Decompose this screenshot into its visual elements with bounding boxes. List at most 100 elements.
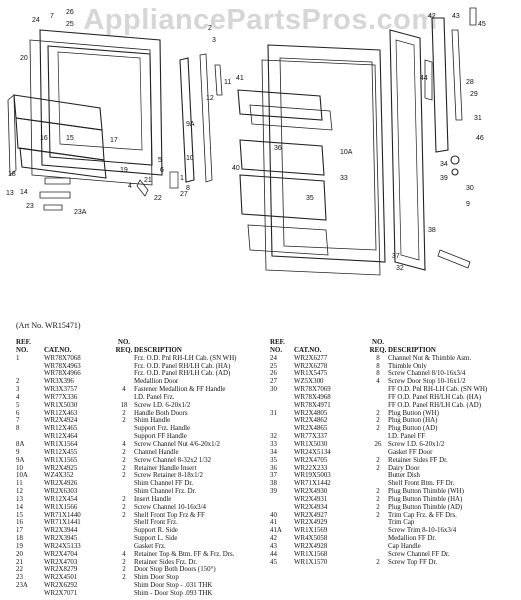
ref-no: 16 [16, 519, 23, 527]
description: Screw Retainer 8-18x1/2 [134, 472, 203, 480]
callout-label: 24 [32, 17, 40, 24]
cat-no: WR2X3944 [44, 527, 78, 535]
qty-req [114, 590, 134, 598]
description: Plug Button Thimble (WH) [388, 488, 464, 496]
description: I.D. Panel FF [388, 433, 426, 441]
cat-no: WR1X1566 [44, 503, 78, 511]
description: Screw Top FF Dr. [388, 558, 438, 566]
qty-req: 2 [376, 511, 380, 519]
cat-no: WR1X1565 [44, 456, 78, 464]
callout-label: 4 [128, 183, 132, 190]
callout-label: 34 [440, 161, 448, 168]
qty-req [368, 551, 388, 559]
header-req: NO. [117, 339, 131, 346]
ref-no: 17 [16, 527, 23, 535]
callout-label: 28 [466, 79, 474, 86]
qty-req: 2 [122, 503, 126, 511]
callout-label: 18 [8, 171, 16, 178]
callout-label: 43 [452, 13, 460, 20]
callout-label: 19 [120, 167, 128, 174]
callout-label: 10 [186, 155, 194, 162]
callout-label: 14 [20, 189, 28, 196]
ref-no: 38 [270, 480, 277, 488]
qty-req: 2 [122, 456, 126, 464]
callout-label: 38 [428, 227, 436, 234]
cat-no: WR12X455 [44, 448, 78, 456]
header-req: REQ. [115, 346, 133, 354]
ref-no: 44 [270, 550, 277, 558]
callout-label: 13 [6, 190, 14, 197]
table-row: WR78X4971 FF O.D. Panel RH/LH Cab. (AD) [270, 402, 515, 410]
description: Plug Button (WH) [388, 409, 439, 417]
ref-no: 2 [16, 378, 20, 386]
cat-no: WR12X463 [44, 409, 78, 417]
cat-no: WZ5X300 [294, 378, 324, 386]
header-ref: REF. [270, 339, 285, 346]
cat-no: WR78X7069 [294, 386, 331, 394]
cat-no: WR2X4865 [294, 425, 328, 433]
description: Support FF Handle [134, 433, 187, 441]
description: FF O.D. Panel RH/LH Cab. (AD) [388, 401, 482, 409]
cat-no: WR1X1568 [294, 550, 328, 558]
callout-label: 20 [20, 55, 28, 62]
qty-req [114, 519, 134, 527]
table-header: REF. NO. NO. CAT.NO. REQ. DESCRIPTION [270, 339, 515, 355]
header-ref: NO. [16, 346, 29, 354]
cat-no: WR78X4971 [294, 401, 331, 409]
description: Frz. O.D. Panel RH/LH Cab. (HA) [134, 362, 231, 370]
cat-no: WR1X1570 [294, 558, 328, 566]
callout-label: 35 [306, 195, 314, 202]
cat-no: WR2X6303 [44, 488, 78, 496]
ref-no: 33 [270, 440, 277, 448]
ref-no: 25 [270, 362, 277, 370]
qty-req [368, 527, 388, 535]
qty-req: 26 [374, 440, 382, 448]
callout-label: 45 [478, 21, 486, 28]
qty-req [114, 433, 134, 441]
callout-label: 15 [66, 135, 74, 142]
description: Butter Dish [388, 472, 420, 480]
ref-no: 13 [16, 495, 23, 503]
callout-label: 30 [466, 185, 474, 192]
callout-label: 17 [110, 137, 118, 144]
ref-no: 36 [270, 464, 277, 472]
qty-req: 4 [122, 440, 126, 448]
ref-no: 3 [16, 386, 20, 394]
cat-no: WR2X4703 [44, 558, 78, 566]
ref-no: 27 [270, 378, 277, 386]
callout-label: 41 [236, 75, 244, 82]
callout-label: 5 [158, 157, 162, 164]
header-desc: DESCRIPTION [388, 346, 436, 354]
qty-req: 8 [376, 354, 380, 362]
art-number: (Art No. WR15471) [16, 321, 81, 330]
header-desc [134, 339, 268, 347]
description: Trim Cap [388, 519, 415, 527]
cat-no: WR1X1564 [44, 440, 78, 448]
ref-no: 4 [16, 393, 20, 401]
qty-req: 8 [376, 362, 380, 370]
callout-label: 3 [212, 37, 216, 44]
description: Cap Handle [388, 542, 421, 550]
cat-no: WR24X5133 [44, 542, 81, 550]
description: Gasket Frz. [134, 542, 166, 550]
ref-no: 23 [16, 574, 23, 582]
